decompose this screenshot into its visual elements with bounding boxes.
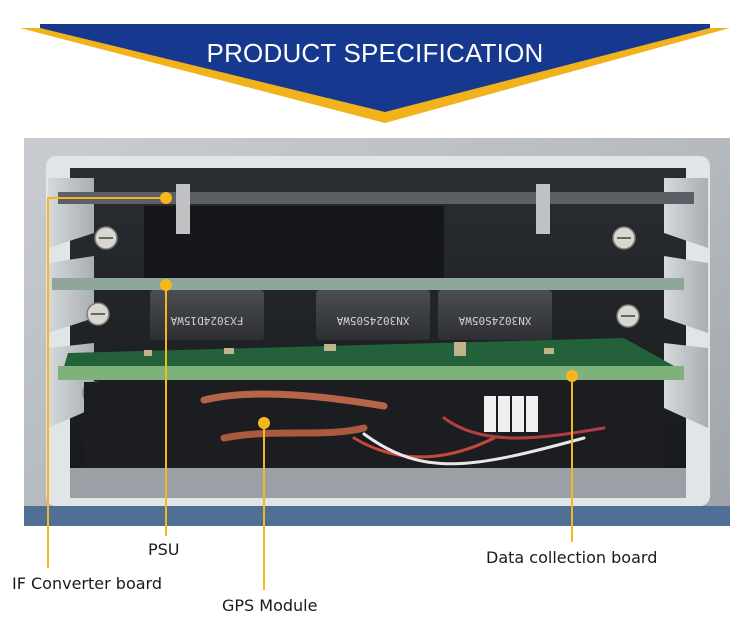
product-photo: FX3024D15WA XN3024S05WA XN3024S05WA	[24, 138, 730, 526]
psu-modules	[150, 290, 552, 340]
right-rails	[664, 178, 708, 428]
standoffs	[176, 184, 550, 234]
chassis-bottom-edge	[24, 506, 730, 526]
label-gps-module: GPS Module	[222, 596, 318, 615]
if-board-components	[144, 206, 444, 286]
banner-navy-chevron	[40, 28, 710, 112]
connector	[484, 396, 538, 432]
cables	[200, 390, 606, 466]
psu-module-label-3: XN3024S05WA	[458, 314, 531, 327]
label-data-collection-board: Data collection board	[486, 548, 658, 567]
banner-top-strip	[40, 24, 710, 28]
header-banner	[20, 24, 730, 123]
psu-module-label-2: XN3024S05WA	[336, 314, 409, 327]
page-title: PRODUCT SPECIFICATION	[206, 38, 544, 68]
psu-board	[52, 278, 684, 290]
if-converter-board	[58, 192, 694, 204]
label-if-converter-board: IF Converter board	[12, 574, 162, 593]
chassis-floor	[70, 468, 686, 498]
data-collection-board	[58, 366, 684, 380]
psu-module-label-1: FX3024D15WA	[170, 314, 243, 327]
label-psu: PSU	[148, 540, 180, 559]
